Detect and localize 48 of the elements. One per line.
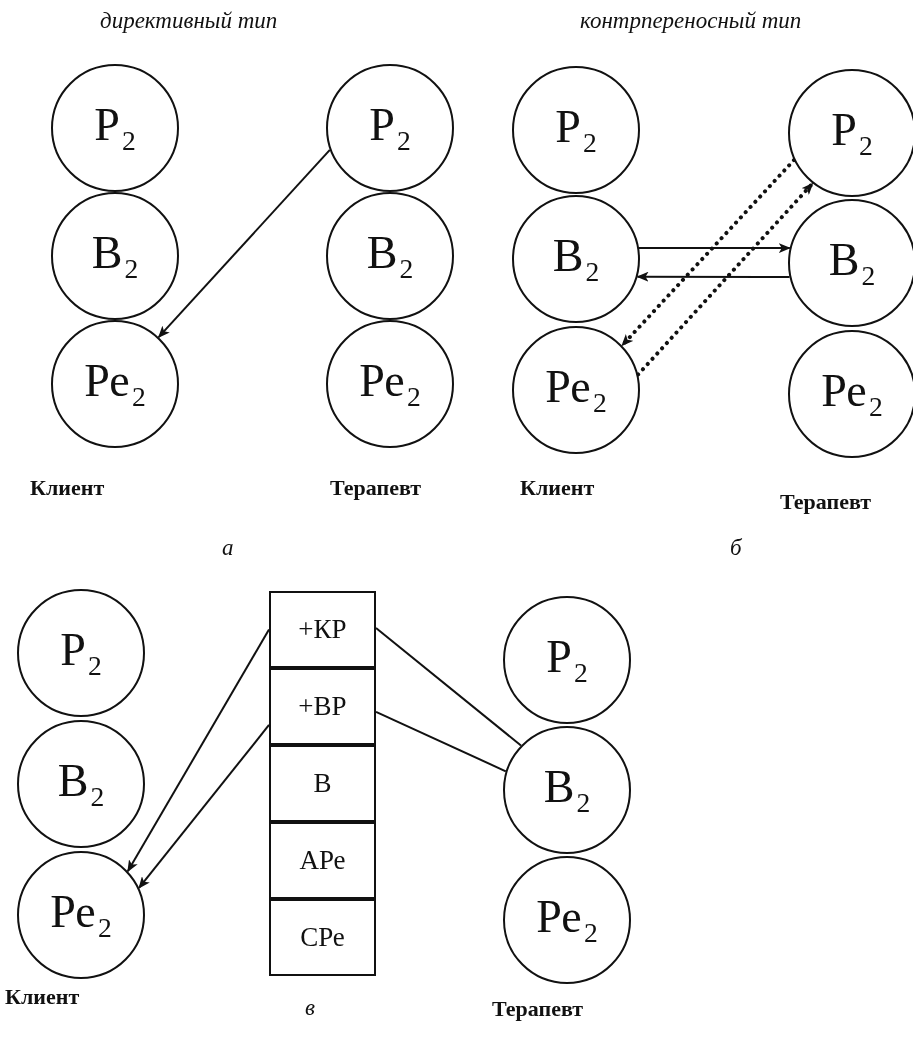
role-label: Клиент [5,985,80,1010]
stack-cell [269,591,376,668]
arrow [636,271,791,282]
node-text: Ре$_{2}$ [536,893,598,947]
role-label: Терапевт [780,490,872,515]
connector-line [375,626,522,747]
node-text: Р$_{2}$ [60,626,102,680]
node-text: Ре$_{2}$ [545,363,607,417]
arrow [126,628,270,873]
node-text: В$_{2}$ [828,236,876,290]
stack-cell [269,745,376,822]
node-text: В$_{2}$ [366,229,414,283]
arrow [638,243,791,254]
node-text: +КР [298,616,347,643]
arrow [636,181,815,377]
node-text: Р$_{2}$ [546,633,588,687]
role-label: Клиент [30,476,105,501]
stack-cell [269,668,376,745]
node-text: В$_{2}$ [552,232,600,286]
node-text: Ре$_{2}$ [84,357,146,411]
node-text: АРе [299,847,346,874]
role-label: Клиент [520,476,595,501]
node-text: Р$_{2}$ [831,106,873,160]
node-text: В [313,770,332,797]
heading-text: контрпереносный тип [580,8,802,34]
node-text: В$_{2}$ [543,763,591,817]
panel-letter: б [730,535,742,561]
node-text: Р$_{2}$ [369,101,411,155]
node-text: Ре$_{2}$ [359,357,421,411]
node-text: Ре$_{2}$ [50,888,112,942]
heading-text: директивный тип [100,8,278,34]
node-text: СРе [300,924,345,951]
node-text: В$_{2}$ [57,757,105,811]
stack-cell [269,822,376,899]
arrow [138,724,270,889]
arrow [157,148,331,339]
role-label: Терапевт [492,997,584,1022]
node-text: +ВР [298,693,347,720]
panel-letter: а [222,535,234,561]
panel-letter: в [305,995,315,1021]
node-text: В$_{2}$ [91,229,139,283]
node-text: Ре$_{2}$ [821,367,883,421]
stack-cell [269,899,376,976]
arrow [620,158,796,348]
role-label: Терапевт [330,476,422,501]
connector-line [375,710,507,773]
node-text: Р$_{2}$ [555,103,597,157]
node-text: Р$_{2}$ [94,101,136,155]
